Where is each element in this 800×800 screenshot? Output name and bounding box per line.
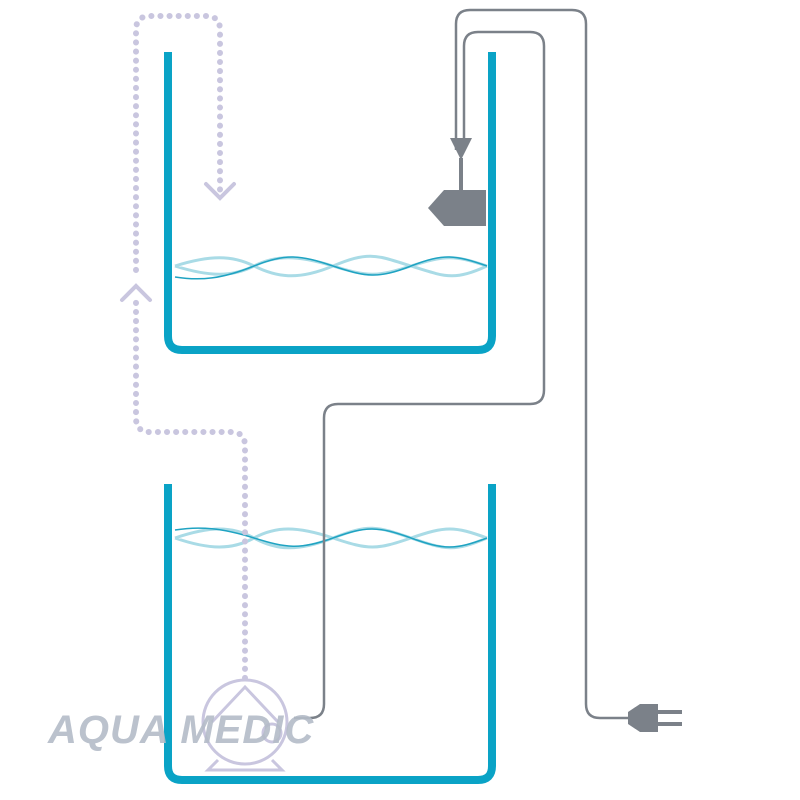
lower-water-wave-dark (174, 527, 488, 548)
flow-arrow-down-icon (204, 182, 236, 201)
brand-logo: AQUA MEDIC (48, 708, 315, 752)
plug-icon (628, 704, 682, 732)
flow-path (133, 13, 248, 681)
upper-water-wave-dark (174, 256, 488, 280)
flow-arrow-up-icon (120, 283, 152, 302)
lower-tank (164, 484, 496, 784)
pump-cable (294, 30, 546, 720)
power-cable (454, 8, 628, 720)
sensor-icon (428, 138, 486, 226)
pump-icon (201, 678, 289, 772)
upper-tank (164, 52, 496, 354)
